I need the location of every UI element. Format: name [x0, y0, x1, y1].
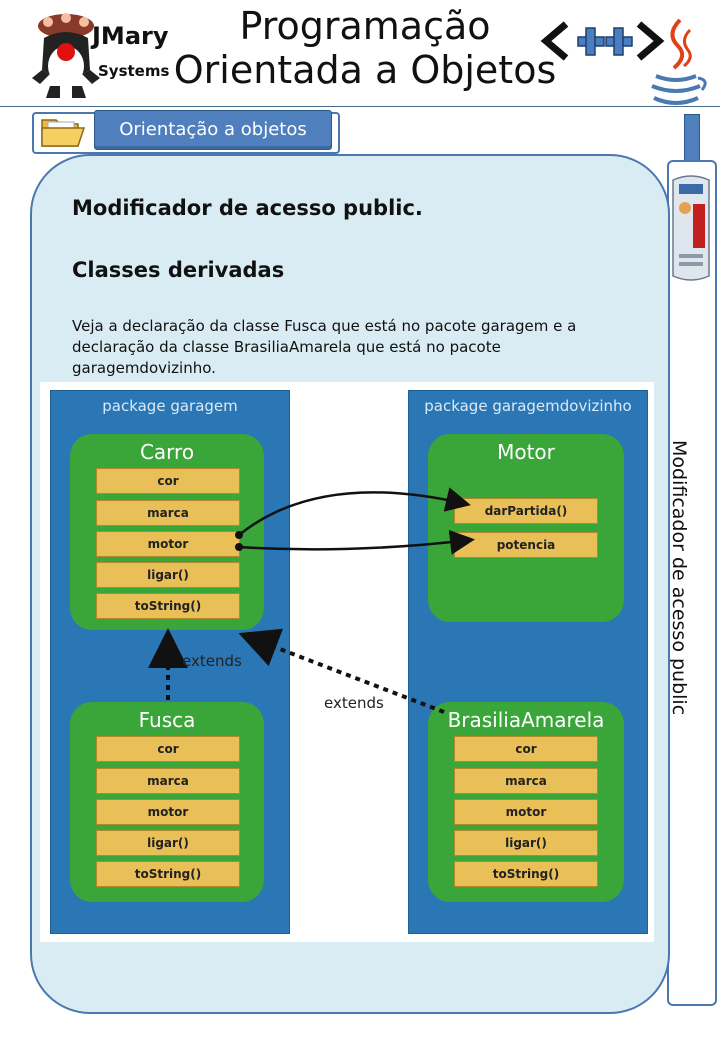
- class-carro: Carro cor marca motor ligar() toString(): [70, 434, 264, 630]
- section-tab-button[interactable]: Orientação a objetos: [94, 110, 332, 150]
- member-field: motor: [454, 799, 598, 825]
- class-diagram: package garagem package garagemdovizinho…: [40, 382, 654, 942]
- extends-label-fusca: extends: [182, 652, 242, 670]
- member-method: ligar(): [96, 830, 240, 856]
- logo-text-systems: Systems: [98, 62, 170, 80]
- class-motor: Motor darPartida() potencia: [428, 434, 624, 622]
- member-field: motor: [96, 531, 240, 557]
- member-field: marca: [96, 500, 240, 526]
- member-field: cor: [454, 736, 598, 762]
- header-divider: [0, 106, 720, 107]
- member-method: toString(): [454, 861, 598, 887]
- content-paragraph: Veja a declaração da classe Fusca que es…: [72, 317, 577, 377]
- content-subheading: Classes derivadas: [72, 258, 285, 282]
- member-method: darPartida(): [454, 498, 598, 524]
- member-field: marca: [454, 768, 598, 794]
- sidebar-connector: [684, 114, 700, 166]
- class-name: Carro: [139, 440, 195, 464]
- member-method: ligar(): [96, 562, 240, 588]
- member-method: ligar(): [454, 830, 598, 856]
- jmary-logo-icon: [32, 13, 100, 98]
- sidebar-panel: [667, 160, 717, 1006]
- class-name: Motor: [497, 440, 555, 464]
- class-brasilia-amarela: BrasiliaAmarela cor marca motor ligar() …: [428, 702, 624, 902]
- content-heading: Modificador de acesso public.: [72, 196, 423, 220]
- class-name: Fusca: [138, 708, 196, 732]
- logo-text-jmary: JMary: [92, 22, 169, 50]
- java-logo-icon: [651, 18, 707, 105]
- extends-label-brasilia: extends: [324, 694, 384, 712]
- folder-icon: [41, 119, 86, 147]
- title-line-1: Programação: [239, 4, 491, 48]
- member-field: cor: [96, 468, 240, 494]
- package-label: package garagem: [102, 397, 238, 415]
- member-field: motor: [96, 799, 240, 825]
- page-title: Programação Orientada a Objetos: [160, 4, 570, 92]
- package-label: package garagemdovizinho: [424, 397, 632, 415]
- cpp-logo-icon: [540, 21, 665, 61]
- member-field: marca: [96, 768, 240, 794]
- member-field: potencia: [454, 532, 598, 558]
- newspaper-icon: [672, 175, 710, 281]
- member-method: toString(): [96, 593, 240, 619]
- sidebar-label: Modificador de acesso public: [668, 440, 690, 716]
- class-fusca: Fusca cor marca motor ligar() toString(): [70, 702, 264, 902]
- member-field: cor: [96, 736, 240, 762]
- title-line-2: Orientada a Objetos: [173, 48, 557, 92]
- class-name: BrasiliaAmarela: [447, 708, 605, 732]
- member-method: toString(): [96, 861, 240, 887]
